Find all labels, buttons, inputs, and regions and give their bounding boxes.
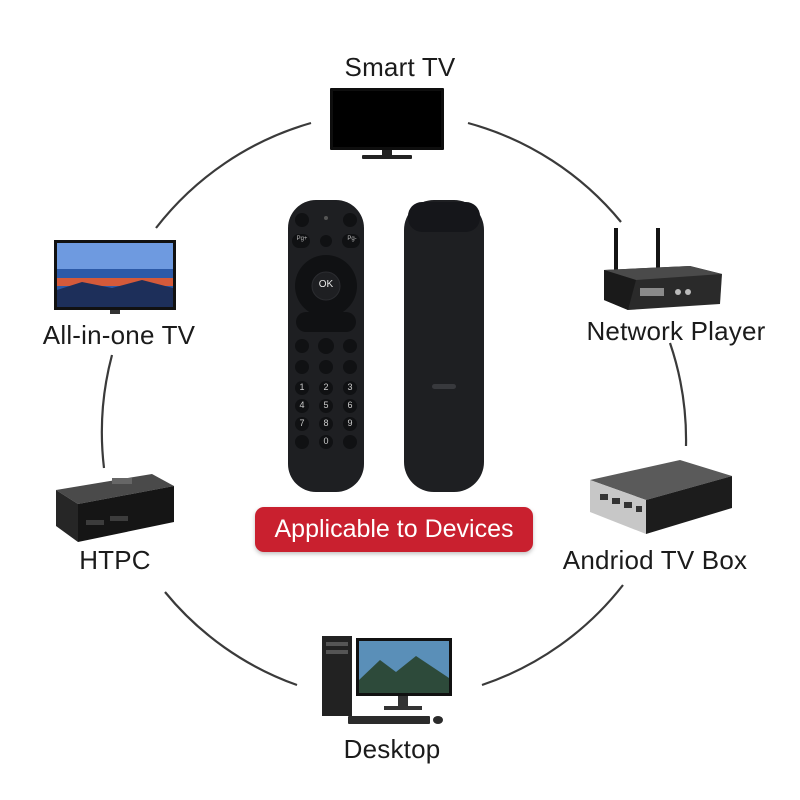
remote-pgup-label: Pg+ [296, 236, 308, 242]
remote-key-9: 9 [347, 418, 353, 428]
remote-pgdn-label: Pg- [347, 236, 357, 242]
remote-ok-label: OK [318, 279, 334, 290]
ring-arc-top-right [467, 121, 622, 223]
smart-tv-icon [330, 88, 444, 159]
label-desktop: Desktop [343, 734, 441, 764]
remote-key-5: 5 [323, 400, 329, 410]
remote-key-0: 0 [323, 436, 329, 446]
ring-arc-left [100, 354, 114, 469]
ring-arc-right-lower [481, 584, 624, 687]
label-htpc: HTPC [79, 545, 151, 575]
headline-badge: Applicable to Devices [255, 507, 533, 552]
ring-arc-right-upper [668, 342, 688, 447]
remote-key-4: 4 [299, 400, 305, 410]
remote-key-7: 7 [299, 418, 305, 428]
remote-back [404, 200, 484, 492]
label-android-tv-box: Andriod TV Box [562, 545, 748, 575]
label-network-player: Network Player [586, 316, 766, 346]
desktop-icon [322, 636, 452, 724]
label-smart-tv: Smart TV [344, 52, 456, 82]
remote-key-2: 2 [323, 382, 329, 392]
htpc-icon [56, 474, 174, 542]
ring-arc-bottom-left [164, 591, 298, 687]
remote-key-3: 3 [347, 382, 353, 392]
all-in-one-tv-icon [54, 240, 176, 314]
remote-key-1: 1 [299, 382, 305, 392]
label-all-in-one-tv: All-in-one TV [42, 320, 196, 350]
android-tv-box-icon [590, 460, 732, 534]
ring-arc-top-left [155, 121, 312, 229]
remote-front [288, 200, 364, 492]
remote-key-8: 8 [323, 418, 329, 428]
network-player-icon [604, 228, 722, 310]
remote-key-6: 6 [347, 400, 353, 410]
